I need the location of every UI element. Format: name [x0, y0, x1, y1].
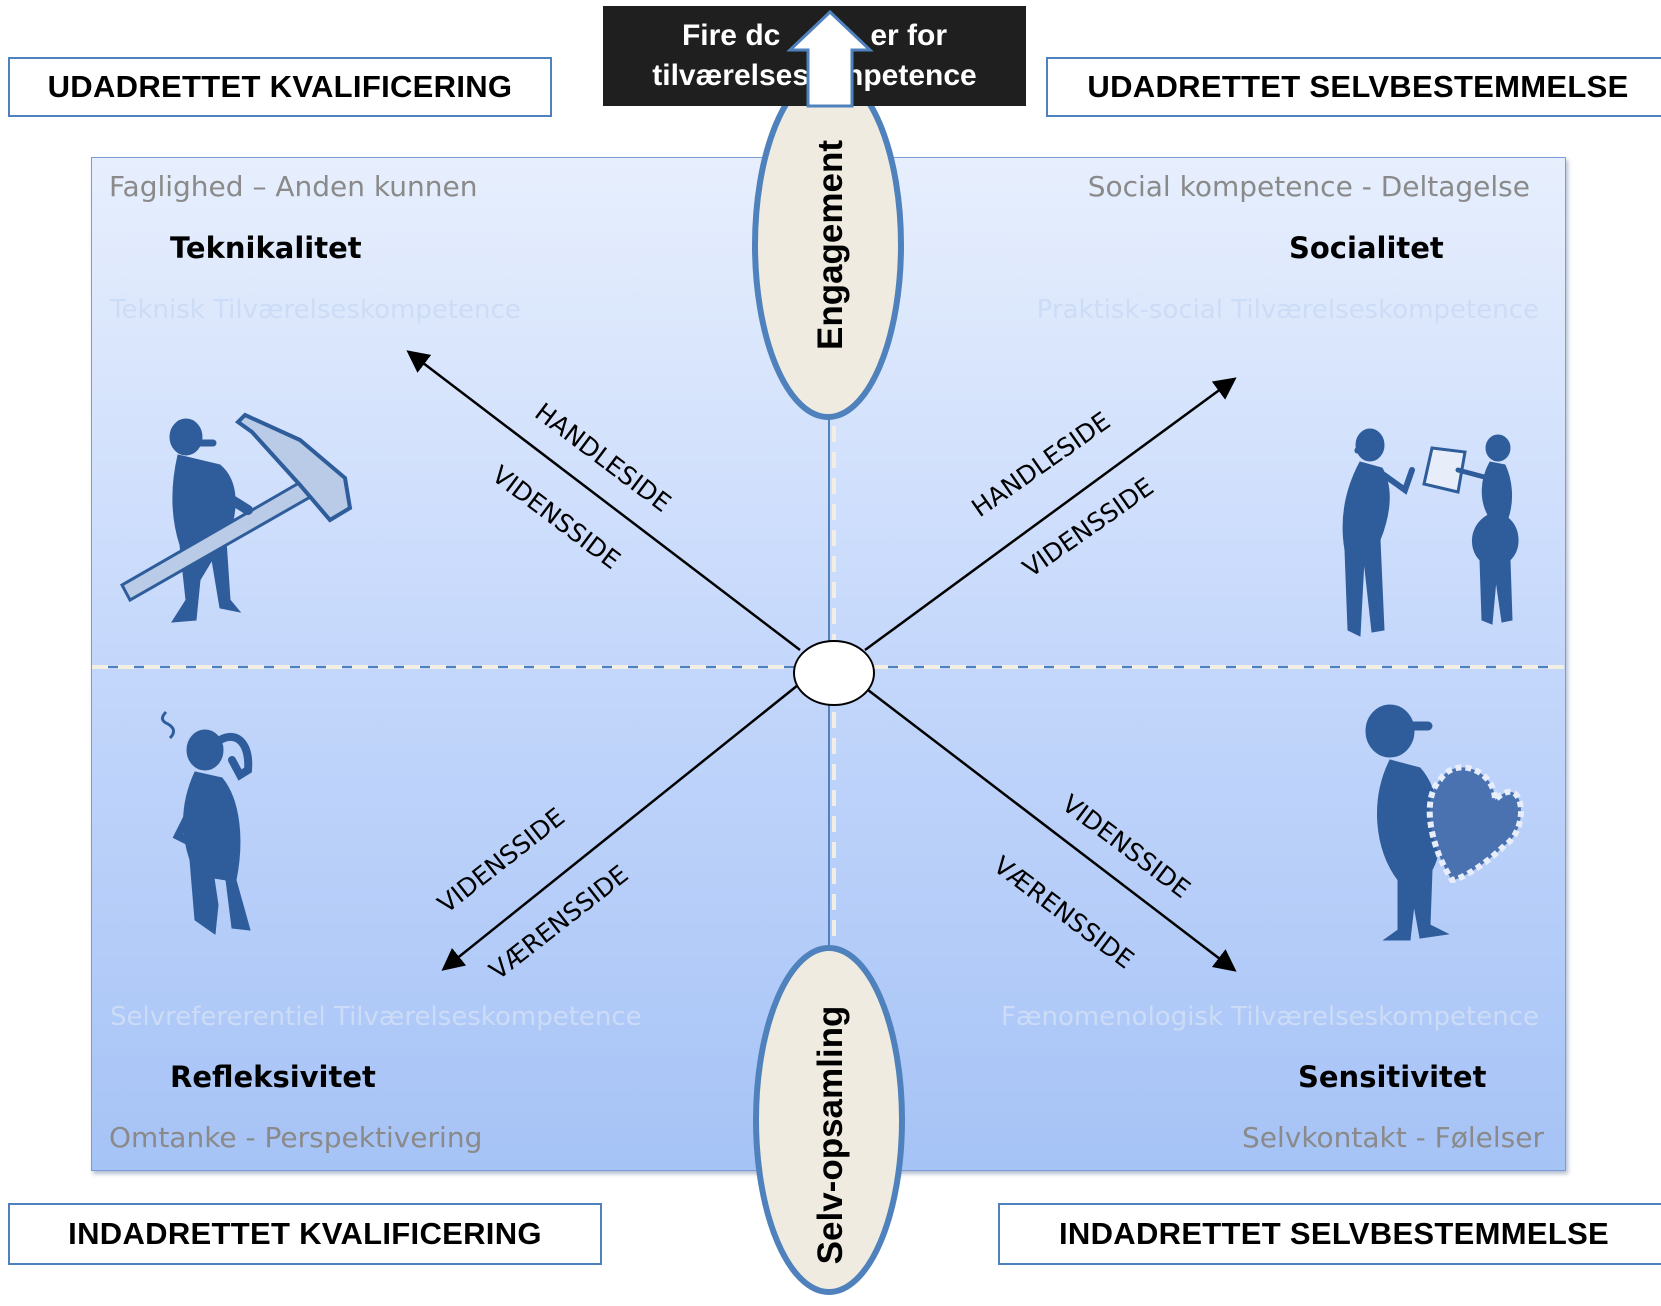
heading-sensitivitet: Sensitivitet — [1298, 1060, 1487, 1094]
oval-selv-opsamling — [753, 945, 905, 1295]
faint-label-top-left: Teknisk Tilværelseskompetence — [110, 295, 521, 325]
corner-label-top-left: UDADRETTET KVALIFICERING — [8, 57, 552, 117]
arrow-upper-left — [406, 350, 801, 651]
title-line2-part1: tilværelses — [652, 59, 810, 92]
heart-figure-icon — [1365, 704, 1524, 941]
corner-label-bottom-right: INDADRETTET SELVBESTEMMELSE — [998, 1203, 1661, 1265]
heading-teknikalitet: Teknikalitet — [170, 231, 362, 265]
title-line2-part2: npetence — [845, 59, 977, 92]
heading-refleksivitet: Refleksivitet — [170, 1060, 376, 1094]
subtitle-bottom-left: Omtanke - Perspektivering — [109, 1121, 483, 1154]
thinking-figure-icon — [161, 710, 253, 935]
arrow-lower-right — [867, 689, 1237, 972]
arrow-upper-right — [864, 377, 1237, 652]
faint-label-top-right: Praktisk-social Tilværelseskompetence — [1036, 295, 1539, 325]
axis-label-selv-opsamling: Selv-opsamling — [811, 1006, 850, 1265]
pointing-figure-icon — [1342, 428, 1519, 637]
corner-label-top-right: UDADRETTET SELVBESTEMMELSE — [1046, 57, 1661, 117]
hammer-figure-icon — [119, 412, 353, 623]
corner-label-bottom-left: INDADRETTET KVALIFICERING — [8, 1203, 602, 1265]
subtitle-bottom-right: Selvkontakt - Følelser — [1241, 1121, 1544, 1154]
diagram-title: Fire dc er for tilværelses npetence — [603, 6, 1026, 106]
arrow-lower-left — [441, 684, 799, 971]
subtitle-top-left: Faglighed – Anden kunnen — [109, 170, 478, 203]
title-line1-part1: Fire dc — [681, 19, 781, 52]
heading-socialitet: Socialitet — [1289, 231, 1444, 265]
title-line1-part2: er for — [870, 19, 948, 52]
faint-label-bottom-left: Selvrefererentiel Tilværelseskompetence — [110, 1002, 642, 1032]
center-node — [793, 640, 875, 706]
subtitle-top-right: Social kompetence - Deltagelse — [1087, 170, 1530, 203]
faint-label-bottom-right: Fænomenologisk Tilværelseskompetence — [1000, 1002, 1539, 1032]
axis-label-engagement: Engagement — [811, 140, 850, 350]
